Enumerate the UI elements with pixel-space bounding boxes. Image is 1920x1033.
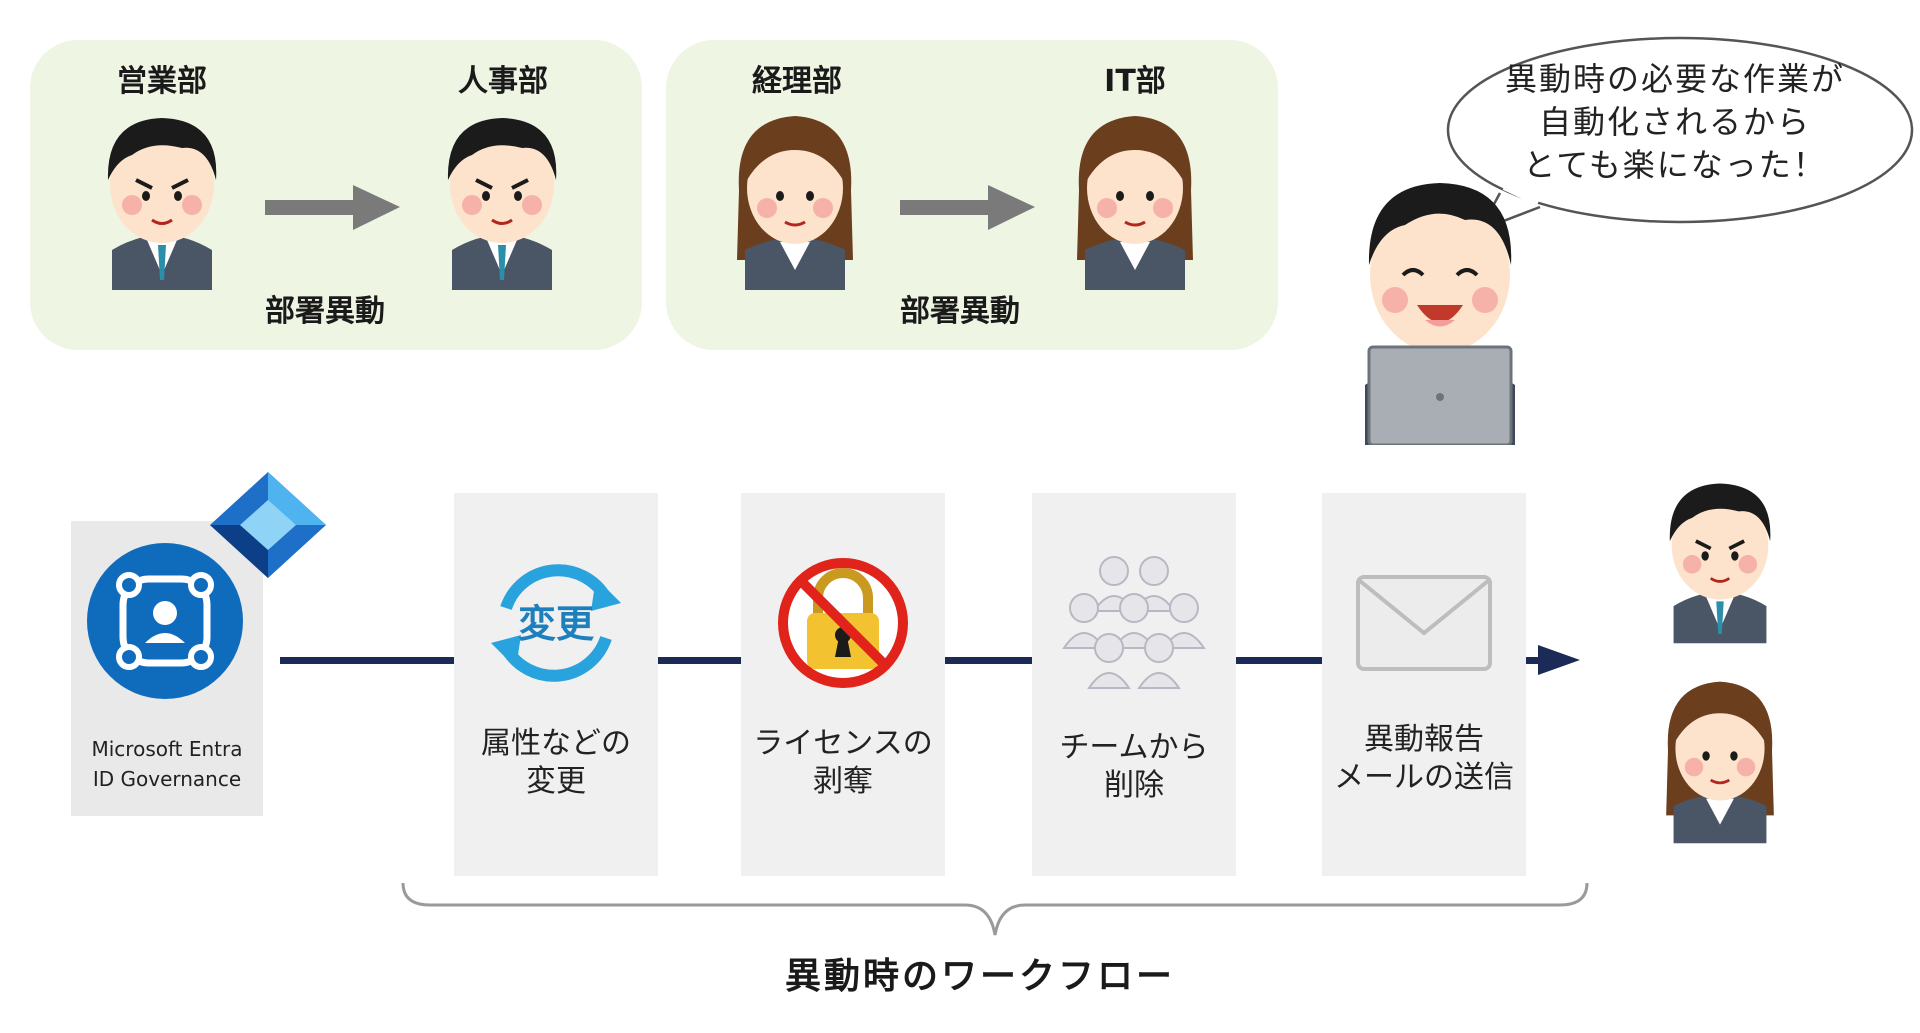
- bubble-line-2: 自動化されるから: [1538, 103, 1811, 141]
- step-label-3: チームから 削除: [1032, 729, 1236, 805]
- prohibited-lock-icon: [778, 558, 908, 688]
- step-box-remove-team: チームから 削除: [1032, 493, 1236, 876]
- man-avatar-icon: [107, 118, 217, 290]
- from-dept-label-2: 経理部: [752, 64, 842, 99]
- bubble-line-3: とても楽になった！: [1523, 146, 1827, 184]
- bubble-line-1: 異動時の必要な作業が: [1504, 60, 1845, 98]
- team-people-icon: [1062, 556, 1206, 689]
- refresh-change-icon: 変更: [491, 564, 621, 682]
- step-box-send-report-mail: 異動報告 メールの送信: [1322, 493, 1526, 876]
- change-icon-text: 変更: [518, 602, 595, 646]
- step-4-line-1: 異動報告: [1364, 722, 1484, 757]
- entra-people-icon: [87, 543, 243, 699]
- step-2-line-2: 剥奪: [813, 764, 873, 799]
- man-avatar-icon: [447, 118, 557, 290]
- step-3-line-1: チームから: [1059, 730, 1209, 765]
- step-label-1: 属性などの 変更: [454, 725, 658, 801]
- step-label-2: ライセンスの 剥奪: [741, 725, 945, 801]
- entra-label: Microsoft Entra ID Governance: [71, 734, 263, 794]
- step-3-line-2: 削除: [1104, 768, 1164, 803]
- step-2-line-1: ライセンスの: [753, 726, 933, 761]
- step-box-change-attributes: 変更 属性などの 変更: [454, 493, 658, 876]
- woman-avatar-icon: [1666, 681, 1774, 844]
- transfer-label-2: 部署異動: [900, 294, 1020, 329]
- happy-man-laptop-icon: [1365, 183, 1515, 445]
- entra-diamond-logo-icon: [210, 472, 326, 578]
- to-dept-label-1: 人事部: [458, 64, 548, 99]
- step-1-line-2: 変更: [526, 764, 586, 799]
- transfer-arrow-icon: [900, 185, 1035, 230]
- transfer-arrow-icon: [265, 185, 400, 230]
- step-box-revoke-license: ライセンスの 剥奪: [741, 493, 945, 876]
- step-4-line-2: メールの送信: [1334, 760, 1514, 795]
- step-label-4: 異動報告 メールの送信: [1322, 721, 1526, 797]
- entra-governance-card: Microsoft Entra ID Governance: [71, 521, 263, 816]
- workflow-brace: [401, 882, 1589, 936]
- entra-label-line-2: ID Governance: [92, 767, 242, 791]
- step-1-line-1: 属性などの: [481, 726, 631, 761]
- envelope-icon: [1356, 575, 1492, 671]
- entra-label-line-1: Microsoft Entra: [91, 737, 243, 761]
- woman-avatar-icon: [1077, 116, 1193, 290]
- man-avatar-icon: [1669, 483, 1771, 644]
- to-dept-label-2: IT部: [1104, 64, 1166, 99]
- speech-bubble-text: 異動時の必要な作業が 自動化されるから とても楽になった！: [1445, 58, 1905, 187]
- from-dept-label-1: 営業部: [117, 64, 207, 99]
- woman-avatar-icon: [737, 116, 853, 290]
- transfer-label-1: 部署異動: [265, 294, 385, 329]
- workflow-title: 異動時のワークフロー: [784, 956, 1175, 997]
